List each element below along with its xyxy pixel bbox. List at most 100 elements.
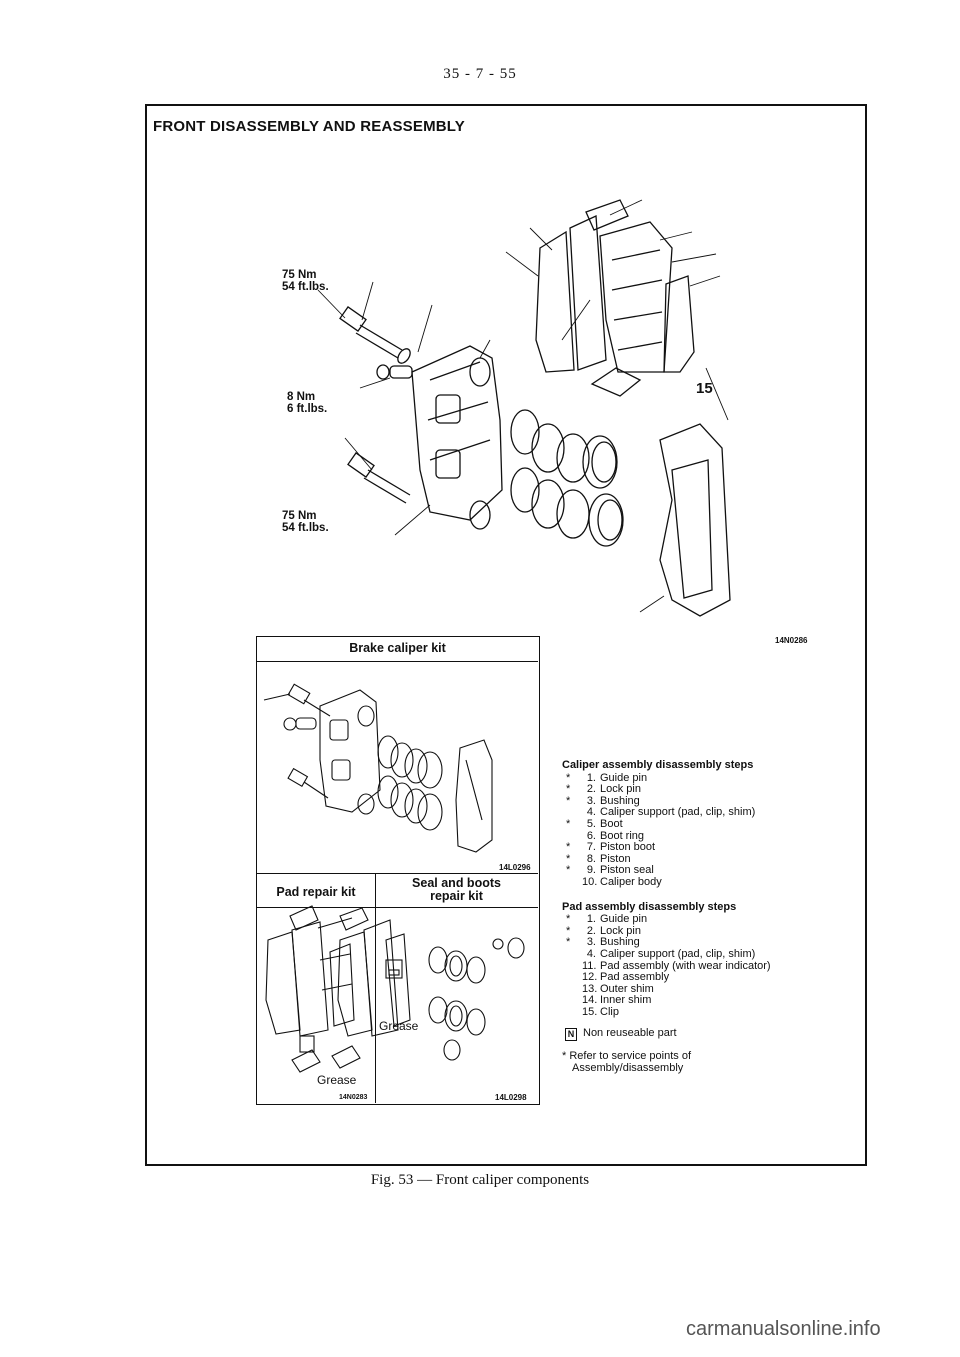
service-note-line2: Assembly/disassembly (572, 1062, 684, 1075)
step-number: 4. (586, 806, 596, 819)
step-text: Clip (600, 1005, 619, 1018)
non-reuse-text: Non reuseable part (583, 1027, 677, 1040)
step-number: 5. (586, 817, 596, 830)
step-text: Bushing (600, 794, 640, 807)
brake-caliper-kit-title: Brake caliper kit (349, 641, 446, 655)
list-item: 10.Caliper body (562, 875, 862, 889)
step-number: 1. (586, 771, 596, 784)
step-text: Bushing (600, 936, 640, 949)
list-item: 15.Clip (562, 1005, 862, 1019)
pad-repair-kit-drawing (265, 905, 411, 1073)
step-text: Inner shim (600, 994, 652, 1007)
torque-label-top: 75 Nm 54 ft.lbs. (282, 269, 329, 293)
kit-divider-mid (257, 873, 538, 874)
kit-divider-vertical (375, 873, 376, 1103)
step-star: * (566, 817, 571, 830)
section-title: FRONT DISASSEMBLY AND REASSEMBLY (153, 118, 466, 135)
torque-top-ftlbs: 54 ft.lbs. (282, 281, 329, 293)
step-number: 2. (586, 924, 596, 937)
brake-caliper-kit-code: 14L0296 (499, 863, 531, 872)
torque-bottom-ftlbs: 54 ft.lbs. (282, 522, 329, 534)
step-number: 6. (586, 829, 596, 842)
step-text: Caliper support (pad, clip, shim) (600, 806, 756, 819)
step-number: 15. (582, 1005, 598, 1018)
step-star (562, 831, 582, 843)
caliper-steps-list: *1.Guide pin *2.Lock pin *3.Bushing 4.Ca… (562, 771, 862, 889)
pad-kit-grease-label: Grease (317, 1073, 357, 1087)
step-number: 3. (586, 794, 596, 807)
seal-boots-kit-drawing (385, 937, 525, 1061)
step-star: * (566, 913, 571, 926)
step-text: Boot ring (600, 829, 645, 842)
step-text: Guide pin (600, 771, 648, 784)
step-star: * (566, 864, 571, 877)
step-number: 8. (586, 852, 596, 865)
list-item: * 1. Guide pin (562, 771, 862, 785)
clip-drawing (590, 367, 642, 397)
leader-lines (317, 199, 729, 613)
list-item: 6. Boot ring (562, 829, 862, 843)
list-item: *7.Piston boot (562, 842, 862, 854)
step-text: Lock pin (600, 924, 641, 937)
step-star (562, 972, 582, 984)
non-reuse-symbol: N (565, 1028, 577, 1042)
guide-pin-bottom-drawing (347, 452, 411, 504)
step-number: 4. (586, 947, 596, 960)
list-item: *1.Guide pin (562, 914, 862, 926)
step-star: * (566, 783, 571, 796)
step-star (562, 949, 582, 961)
list-item: 11.Pad assembly (with wear indicator) (562, 959, 862, 973)
step-number: 14. (582, 994, 598, 1007)
torque-mid-nm: 8 Nm (287, 391, 316, 403)
disassembly-steps: Caliper assembly disassembly steps * 1. Gu… (562, 759, 862, 1075)
step-number: 9. (586, 864, 596, 877)
kit-divider-lower (257, 907, 538, 908)
list-item: *5.Boot (562, 817, 862, 831)
step-number: 2. (586, 783, 596, 796)
list-item: * 2. Lock pin (562, 924, 862, 938)
figure-caption: Fig. 53 — Front caliper components (370, 1172, 590, 1188)
list-item: 12.Pad assembly (562, 971, 862, 984)
step-text: Pad assembly (600, 971, 670, 984)
non-reuse-legend: N Non reuseable part (562, 1027, 862, 1042)
caliper-support-drawing (659, 423, 731, 617)
step-star: * (566, 794, 571, 807)
figure-frame (145, 104, 867, 1166)
step-text: Caliper support (pad, clip, shim) (600, 947, 756, 960)
spacer (562, 889, 862, 902)
piston-rings-lower-drawing (510, 467, 624, 547)
step-number: 13. (582, 982, 598, 995)
step-number: 7. (586, 841, 596, 854)
list-item: *8.Piston (562, 852, 862, 866)
pad-repair-kit-title: Pad repair kit (276, 885, 356, 899)
step-number: 11. (582, 959, 597, 972)
brake-caliper-kit-drawing (263, 683, 493, 853)
torque-top-nm: 75 Nm (282, 269, 317, 281)
seal-boots-title-line2: repair kit (430, 889, 483, 903)
torque-label-mid: 8 Nm 6 ft.lbs. (287, 391, 327, 415)
step-star: * (566, 771, 571, 784)
step-number: 10. (582, 875, 598, 888)
step-star: * (566, 924, 571, 937)
step-text: Guide pin (600, 913, 648, 926)
caliper-steps-heading: Caliper assembly disassembly steps (562, 759, 754, 771)
watermark[interactable]: carmanualsonline.info (686, 1318, 881, 1340)
step-star (562, 984, 582, 996)
diagram-code: 14N0286 (775, 636, 808, 645)
step-number: 3. (586, 936, 596, 949)
step-text: Caliper body (600, 875, 662, 888)
step-star (562, 995, 582, 1007)
list-item: 14.Inner shim (562, 995, 862, 1007)
guide-pin-top-drawing (339, 306, 411, 364)
brake-pads-drawing (535, 199, 695, 373)
step-number: 12. (582, 971, 598, 984)
step-star (562, 807, 582, 819)
list-item: 4. Caliper support (pad, clip, shim) (562, 807, 862, 819)
list-item: 13.Outer shim (562, 982, 862, 996)
kit-divider-top (257, 661, 538, 662)
torque-mid-ftlbs: 6 ft.lbs. (287, 403, 328, 415)
list-item: *3.Bushing (562, 937, 862, 949)
page-number: 35 - 7 - 55 (443, 66, 517, 82)
pad-kit-code: 14N0283 (339, 1094, 368, 1101)
